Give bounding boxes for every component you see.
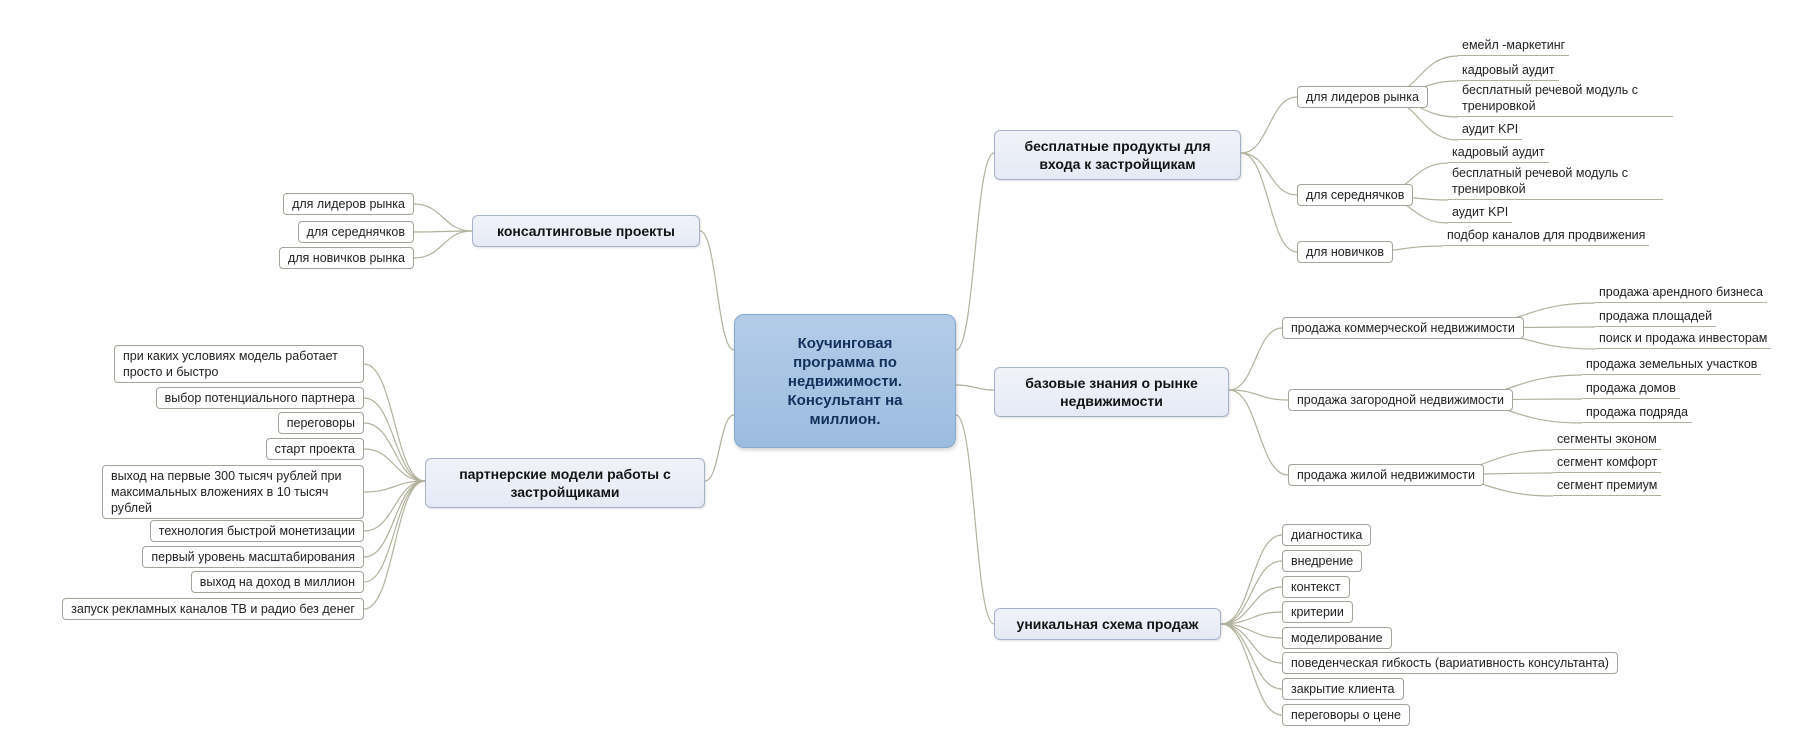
central-topic[interactable]: Коучинговая программа по недвижимости. К… <box>734 314 956 448</box>
node-consulting-newcomers[interactable]: для новичков рынка <box>278 247 414 269</box>
leaf-space-sales[interactable]: продажа площадей <box>1595 308 1717 327</box>
node-residential-sales[interactable]: продажа жилой недвижимости <box>1288 464 1484 486</box>
branch-partner-models[interactable]: партнерские модели работы с застройщикам… <box>425 458 705 508</box>
leaf-kpi-audit-2[interactable]: аудит KPI <box>1448 204 1513 223</box>
node-suburban-sales[interactable]: продажа загородной недвижимости <box>1288 389 1513 411</box>
leaf-comfort-segment[interactable]: сегмент комфорт <box>1553 454 1662 473</box>
leaf-speech-module-1[interactable]: бесплатный речевой модуль с тренировкой <box>1458 82 1673 117</box>
leaf-email-marketing[interactable]: емейл -маркетинг <box>1458 37 1570 56</box>
branch-free-products[interactable]: бесплатные продукты для входа к застройщ… <box>994 130 1241 180</box>
leaf-investor-search[interactable]: поиск и продажа инвесторам <box>1595 330 1772 349</box>
node-ad-channels[interactable]: запуск рекламных каналов ТВ и радио без … <box>62 598 364 620</box>
node-million-income[interactable]: выход на доход в миллион <box>190 571 364 593</box>
leaf-economy-segment[interactable]: сегменты эконом <box>1553 431 1661 450</box>
leaf-rental-business[interactable]: продажа арендного бизнеса <box>1595 284 1767 303</box>
node-consulting-leaders[interactable]: для лидеров рынка <box>283 193 414 215</box>
branch-unique-sales-scheme[interactable]: уникальная схема продаж <box>994 608 1221 640</box>
node-price-negotiations[interactable]: переговоры о цене <box>1282 704 1410 726</box>
leaf-contract-sales[interactable]: продажа подряда <box>1582 404 1692 423</box>
node-partner-choice[interactable]: выбор потенциального партнера <box>155 387 364 409</box>
node-client-closing[interactable]: закрытие клиента <box>1282 678 1404 700</box>
branch-consulting-projects[interactable]: консалтинговые проекты <box>472 215 700 247</box>
leaf-speech-module-2[interactable]: бесплатный речевой модуль с тренировкой <box>1448 165 1663 200</box>
node-first-scaling[interactable]: первый уровень масштабирования <box>142 546 364 568</box>
node-first-300k[interactable]: выход на первые 300 тысяч рублей при мак… <box>102 465 364 519</box>
leaf-land-plots[interactable]: продажа земельных участков <box>1582 356 1762 375</box>
node-consulting-mid[interactable]: для середнячков <box>297 221 414 243</box>
node-criteria[interactable]: критерии <box>1282 601 1353 623</box>
node-diagnostics[interactable]: диагностика <box>1282 524 1372 546</box>
node-free-mid[interactable]: для середнячков <box>1297 184 1414 206</box>
node-project-start[interactable]: старт проекта <box>265 438 364 460</box>
leaf-hr-audit-1[interactable]: кадровый аудит <box>1458 62 1559 81</box>
node-implementation[interactable]: внедрение <box>1282 550 1363 572</box>
leaf-hr-audit-2[interactable]: кадровый аудит <box>1448 144 1549 163</box>
branch-market-basics[interactable]: базовые знания о рынке недвижимости <box>994 367 1229 417</box>
node-commercial-sales[interactable]: продажа коммерческой недвижимости <box>1282 317 1524 339</box>
node-behavior-flexibility[interactable]: поведенческая гибкость (вариативность ко… <box>1282 652 1618 674</box>
node-modeling[interactable]: моделирование <box>1282 627 1392 649</box>
leaf-promo-channels[interactable]: подбор каналов для продвижения <box>1443 227 1650 246</box>
leaf-kpi-audit-1[interactable]: аудит KPI <box>1458 121 1523 140</box>
node-context[interactable]: контекст <box>1282 576 1350 598</box>
node-free-leaders[interactable]: для лидеров рынка <box>1297 86 1428 108</box>
leaf-house-sales[interactable]: продажа домов <box>1582 380 1680 399</box>
node-partner-conditions[interactable]: при каких условиях модель работает прост… <box>114 345 364 383</box>
node-fast-monetization[interactable]: технология быстрой монетизации <box>149 520 364 542</box>
node-negotiations[interactable]: переговоры <box>277 412 364 434</box>
leaf-premium-segment[interactable]: сегмент премиум <box>1553 477 1662 496</box>
node-free-newbies[interactable]: для новичков <box>1297 241 1394 263</box>
